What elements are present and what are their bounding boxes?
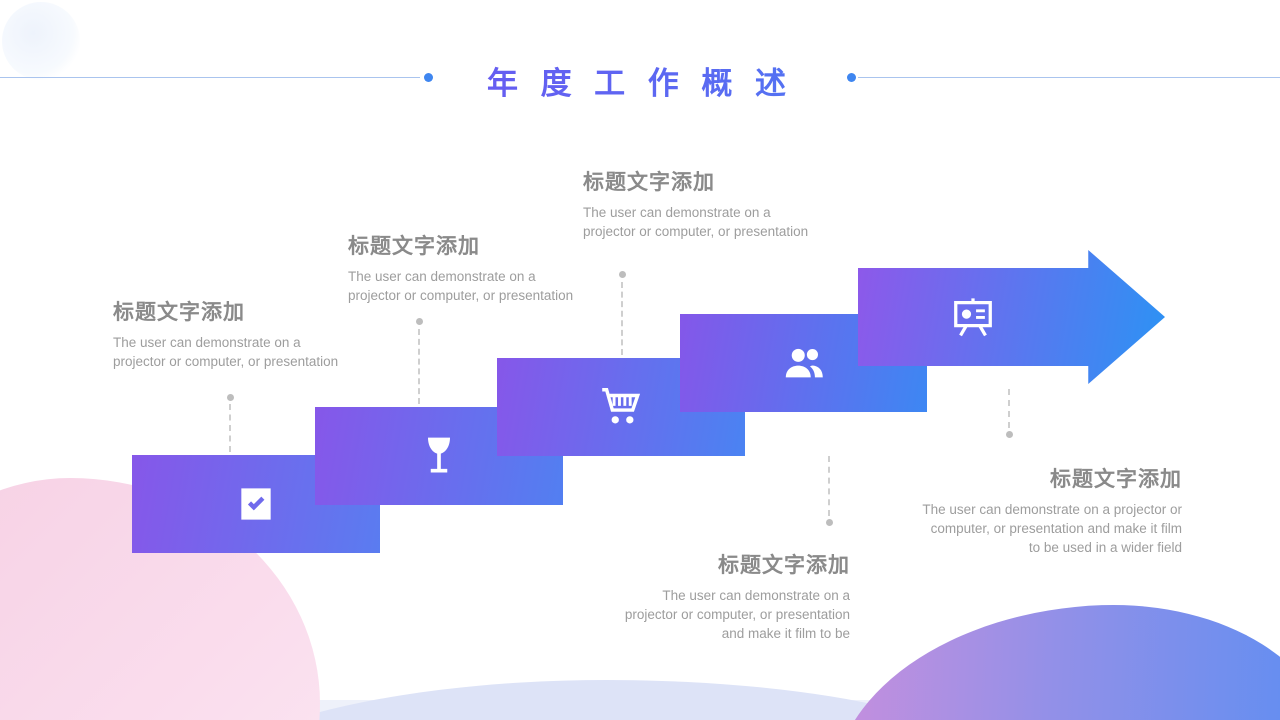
title-divider-left xyxy=(0,77,420,78)
callout-5: 标题文字添加 The user can demonstrate on a pro… xyxy=(880,463,1182,557)
callout-1-body: The user can demonstrate on a projector … xyxy=(113,335,339,370)
callout-1: 标题文字添加 The user can demonstrate on a pro… xyxy=(113,296,385,371)
decor-purple-blue-blob xyxy=(827,597,1280,720)
connector-line-4 xyxy=(828,456,830,516)
connector-dot-2 xyxy=(416,318,423,325)
checklist-icon xyxy=(234,482,278,526)
callout-2-body: The user can demonstrate on a projector … xyxy=(348,269,574,304)
title-section: 年 度 工 作 概 述 xyxy=(0,0,1280,120)
callout-1-heading: 标题文字添加 xyxy=(113,301,245,324)
title-dot-right xyxy=(847,73,856,82)
decor-circle xyxy=(2,2,80,80)
step-5-arrow xyxy=(858,250,1165,384)
wine-glass-icon xyxy=(417,434,461,478)
callout-4-body: The user can demonstrate on a projector … xyxy=(624,588,850,642)
callout-5-heading: 标题文字添加 xyxy=(1050,468,1182,491)
connector-dot-4 xyxy=(826,519,833,526)
presentation-icon xyxy=(858,294,1088,340)
connector-dot-5 xyxy=(1006,431,1013,438)
callout-3-heading: 标题文字添加 xyxy=(583,171,715,194)
connector-line-2 xyxy=(418,329,420,404)
title-divider-right xyxy=(858,77,1280,78)
connector-line-5 xyxy=(1008,389,1010,428)
callout-5-body: The user can demonstrate on a projector … xyxy=(922,502,1182,556)
callout-2: 标题文字添加 The user can demonstrate on a pro… xyxy=(348,230,626,305)
page-title: 年 度 工 作 概 述 xyxy=(0,58,1280,103)
shopping-cart-icon xyxy=(598,384,644,430)
callout-4-heading: 标题文字添加 xyxy=(718,554,850,577)
callout-2-heading: 标题文字添加 xyxy=(348,235,480,258)
people-icon xyxy=(781,340,827,386)
callout-3-body: The user can demonstrate on a projector … xyxy=(583,205,809,240)
callout-3: 标题文字添加 The user can demonstrate on a pro… xyxy=(583,166,861,241)
connector-line-3 xyxy=(621,282,623,355)
title-dot-left xyxy=(424,73,433,82)
connector-dot-1 xyxy=(227,394,234,401)
callout-4: 标题文字添加 The user can demonstrate on a pro… xyxy=(560,549,850,643)
connector-line-1 xyxy=(229,404,231,452)
connector-dot-3 xyxy=(619,271,626,278)
